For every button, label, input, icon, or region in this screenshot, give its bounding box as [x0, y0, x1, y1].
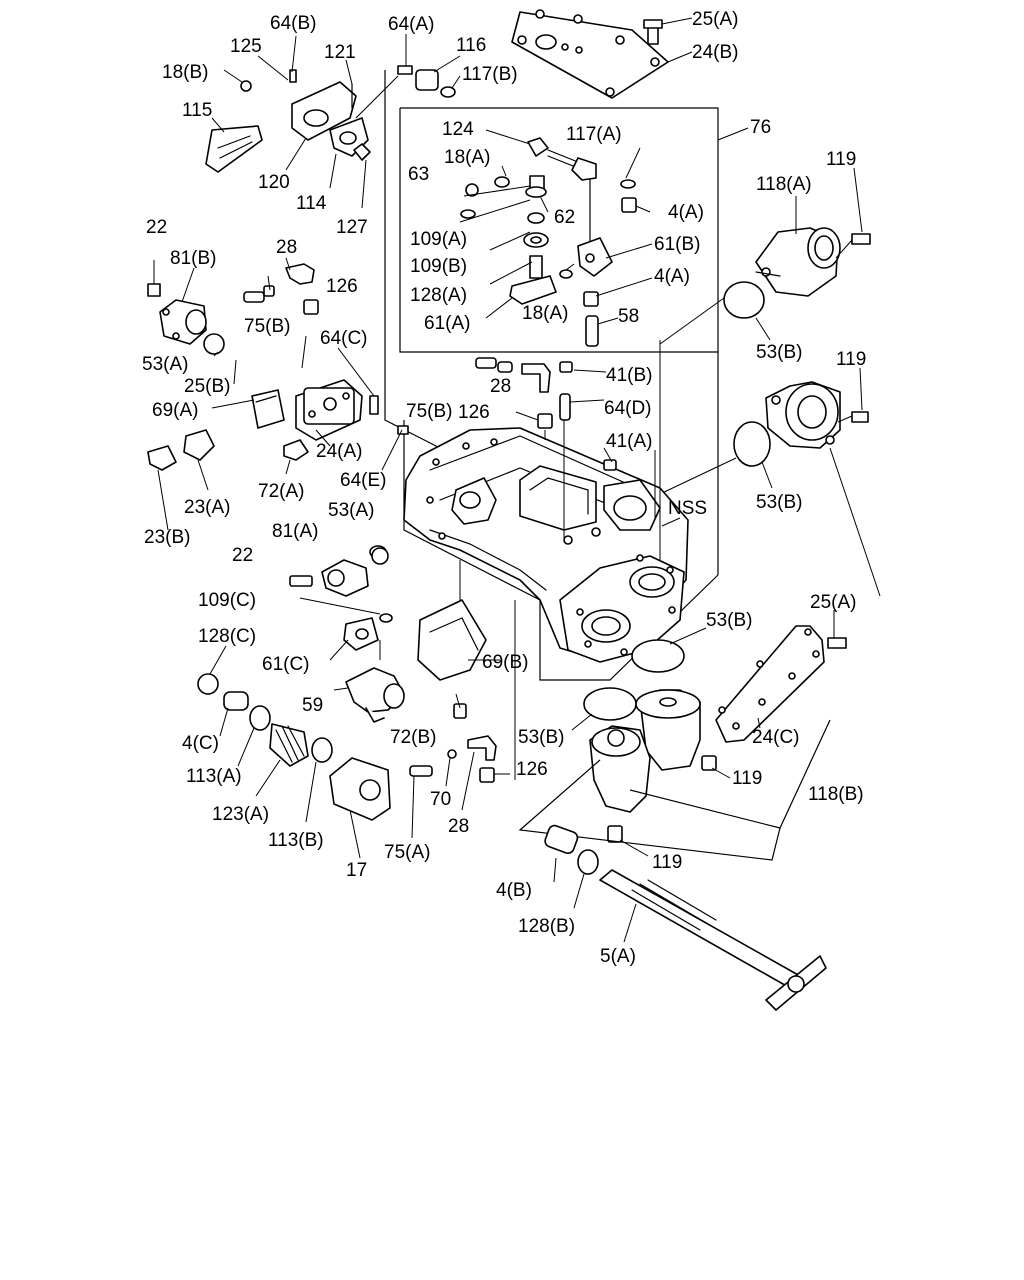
label-64b: 64(B): [270, 13, 316, 34]
label-28-mid: 28: [490, 376, 511, 397]
label-25a-top: 25(A): [692, 9, 738, 30]
label-70: 70: [430, 789, 451, 810]
label-118b: 118(B): [808, 784, 864, 805]
label-116: 116: [456, 35, 486, 56]
label-64d: 64(D): [604, 398, 652, 419]
label-113b: 113(B): [268, 830, 324, 851]
label-113a: 113(A): [186, 766, 242, 787]
label-64e: 64(E): [340, 470, 386, 491]
label-115: 115: [182, 100, 212, 121]
shaft-5a: [544, 824, 827, 1011]
label-24c: 24(C): [752, 727, 800, 748]
label-120: 120: [258, 172, 290, 193]
label-128a: 128(A): [410, 285, 467, 306]
label-127: 127: [336, 217, 368, 238]
label-53b-mid: 53(B): [756, 492, 802, 513]
label-69b: 69(B): [482, 652, 528, 673]
label-75b-left: 75(B): [244, 316, 290, 337]
label-118a: 118(A): [756, 174, 812, 195]
label-128c: 128(C): [198, 626, 256, 647]
label-53b-upper: 53(B): [756, 342, 802, 363]
label-117a: 117(A): [566, 124, 622, 145]
label-119-right: 119: [732, 768, 762, 789]
label-126-top: 126: [326, 276, 358, 297]
label-61b: 61(B): [654, 234, 700, 255]
lower-left-parts: [197, 545, 510, 859]
label-4a-lower: 4(A): [654, 266, 690, 287]
label-23b: 23(B): [144, 527, 190, 548]
label-4c: 4(C): [182, 733, 219, 754]
label-25b: 25(B): [184, 376, 230, 397]
label-17: 17: [346, 860, 367, 881]
label-109c: 109(C): [198, 590, 256, 611]
label-4b: 4(B): [496, 880, 532, 901]
label-123a: 123(A): [212, 804, 269, 825]
label-69a: 69(A): [152, 400, 198, 421]
label-126-mid: 126: [458, 402, 490, 423]
label-4a-upper: 4(A): [668, 202, 704, 223]
label-59: 59: [302, 695, 323, 716]
label-61c: 61(C): [262, 654, 310, 675]
cover-plate-24b: [511, 9, 693, 99]
label-22-mid: 22: [232, 545, 253, 566]
middle-small-parts: [475, 357, 617, 540]
label-128b: 128(B): [518, 916, 575, 937]
label-117b: 117(B): [462, 64, 518, 85]
label-72a: 72(A): [258, 481, 304, 502]
label-18a-lower: 18(A): [522, 303, 568, 324]
label-53b-right: 53(B): [706, 610, 752, 631]
inset-parts: [459, 129, 653, 347]
label-53b-lower: 53(B): [518, 727, 564, 748]
label-61a: 61(A): [424, 313, 470, 334]
bolt-25a-top: [643, 17, 693, 45]
label-63: 63: [408, 164, 429, 185]
label-81b: 81(B): [170, 248, 216, 269]
label-124: 124: [442, 119, 474, 140]
label-72b: 72(B): [390, 727, 436, 748]
label-28-lower: 28: [448, 816, 469, 837]
label-119-top: 119: [826, 149, 856, 170]
label-23a: 23(A): [184, 497, 230, 518]
label-18a-top: 18(A): [444, 147, 490, 168]
label-114: 114: [296, 193, 327, 214]
label-125: 125: [230, 36, 262, 57]
actuators-lower: [518, 689, 831, 861]
label-76: 76: [750, 117, 771, 138]
label-119-mid: 119: [836, 349, 866, 370]
label-81a: 81(A): [272, 521, 318, 542]
main-housing: [403, 340, 689, 663]
callout-labels: 64(B) 125 121 64(A) 116 117(B) 18(B) 115…: [142, 9, 866, 967]
label-58: 58: [618, 306, 639, 327]
label-75b-mid: 75(B): [406, 401, 452, 422]
label-22-top: 22: [146, 217, 167, 238]
label-53a-left: 53(A): [142, 354, 188, 375]
label-28-top: 28: [276, 237, 297, 258]
label-18b: 18(B): [162, 62, 208, 83]
label-41b: 41(B): [606, 365, 652, 386]
seal-rings-53b-lower: [371, 547, 707, 731]
label-119-bottom: 119: [652, 852, 682, 873]
left-side-parts: [147, 257, 409, 531]
label-25a-right: 25(A): [810, 592, 856, 613]
actuator-118a: [659, 167, 871, 345]
label-24a: 24(A): [316, 441, 362, 462]
label-109a: 109(A): [410, 229, 467, 250]
label-126-lower: 126: [516, 759, 548, 780]
actuator-119-lower: [659, 367, 881, 597]
label-64a: 64(A): [388, 14, 434, 35]
cover-plate-24c: [715, 610, 847, 743]
label-109b: 109(B): [410, 256, 467, 277]
linkage-group-upper-left: [205, 34, 461, 209]
label-24b: 24(B): [692, 42, 738, 63]
label-121: 121: [324, 42, 356, 63]
label-53a-mid: 53(A): [328, 500, 374, 521]
label-64c: 64(C): [320, 328, 368, 349]
label-41a: 41(A): [606, 431, 652, 452]
label-62: 62: [554, 207, 575, 228]
label-5a: 5(A): [600, 946, 636, 967]
label-nss: NSS: [668, 498, 707, 519]
label-75a: 75(A): [384, 842, 430, 863]
